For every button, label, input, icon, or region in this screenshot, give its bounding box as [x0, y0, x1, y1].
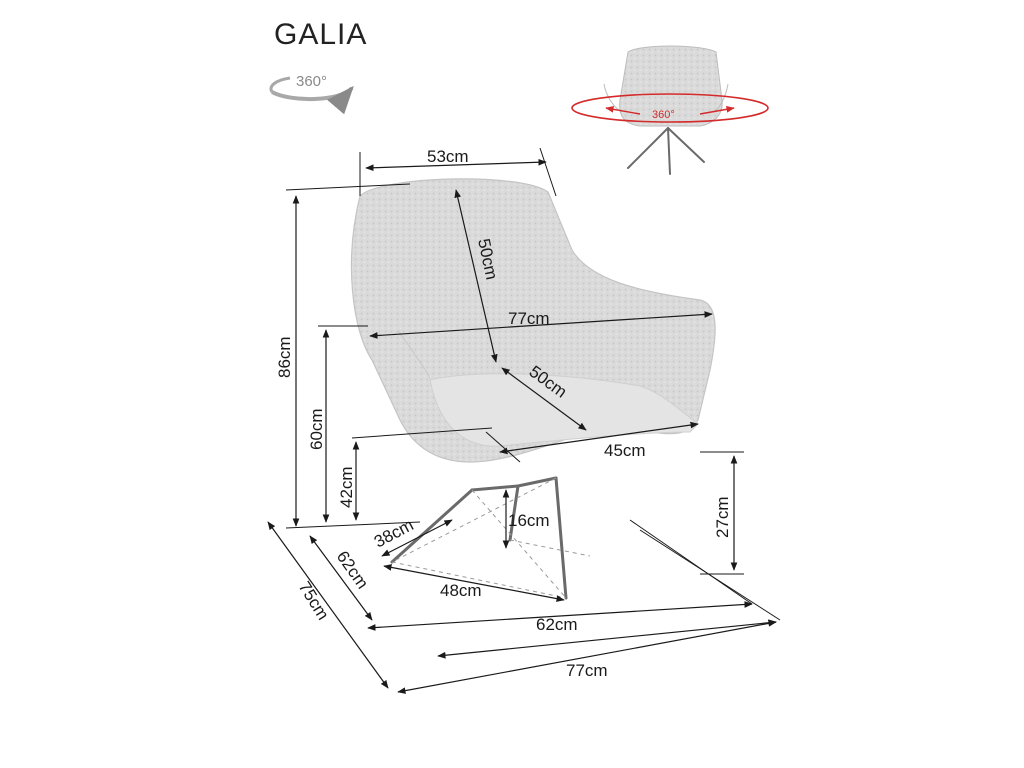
label-backrest-top-width: 53cm: [427, 147, 469, 166]
label-seat-height: 42cm: [337, 466, 356, 508]
label-armrest-height: 60cm: [307, 408, 326, 450]
label-base-diagonal: 48cm: [440, 581, 482, 600]
swivel-base: [390, 476, 591, 600]
label-total-height: 86cm: [275, 336, 294, 378]
label-base-height: 27cm: [713, 496, 732, 538]
label-overall-width: 77cm: [508, 309, 550, 328]
label-base-width: 62cm: [536, 615, 578, 634]
product-title: GALIA: [274, 18, 368, 51]
label-base-depth: 62cm: [333, 547, 372, 592]
dimension-lines: [267, 147, 781, 694]
rotation-360-icon: 360°: [269, 73, 354, 115]
label-overall-depth: 75cm: [295, 578, 333, 623]
rotation-badge-label: 360°: [296, 73, 327, 90]
label-overall-width-bottom: 77cm: [566, 661, 608, 680]
preview-rotation-label: 360°: [652, 109, 675, 121]
preview-chair: 360°: [571, 45, 769, 175]
label-leg-clearance: 16cm: [508, 511, 550, 530]
label-seat-width: 45cm: [604, 441, 646, 460]
